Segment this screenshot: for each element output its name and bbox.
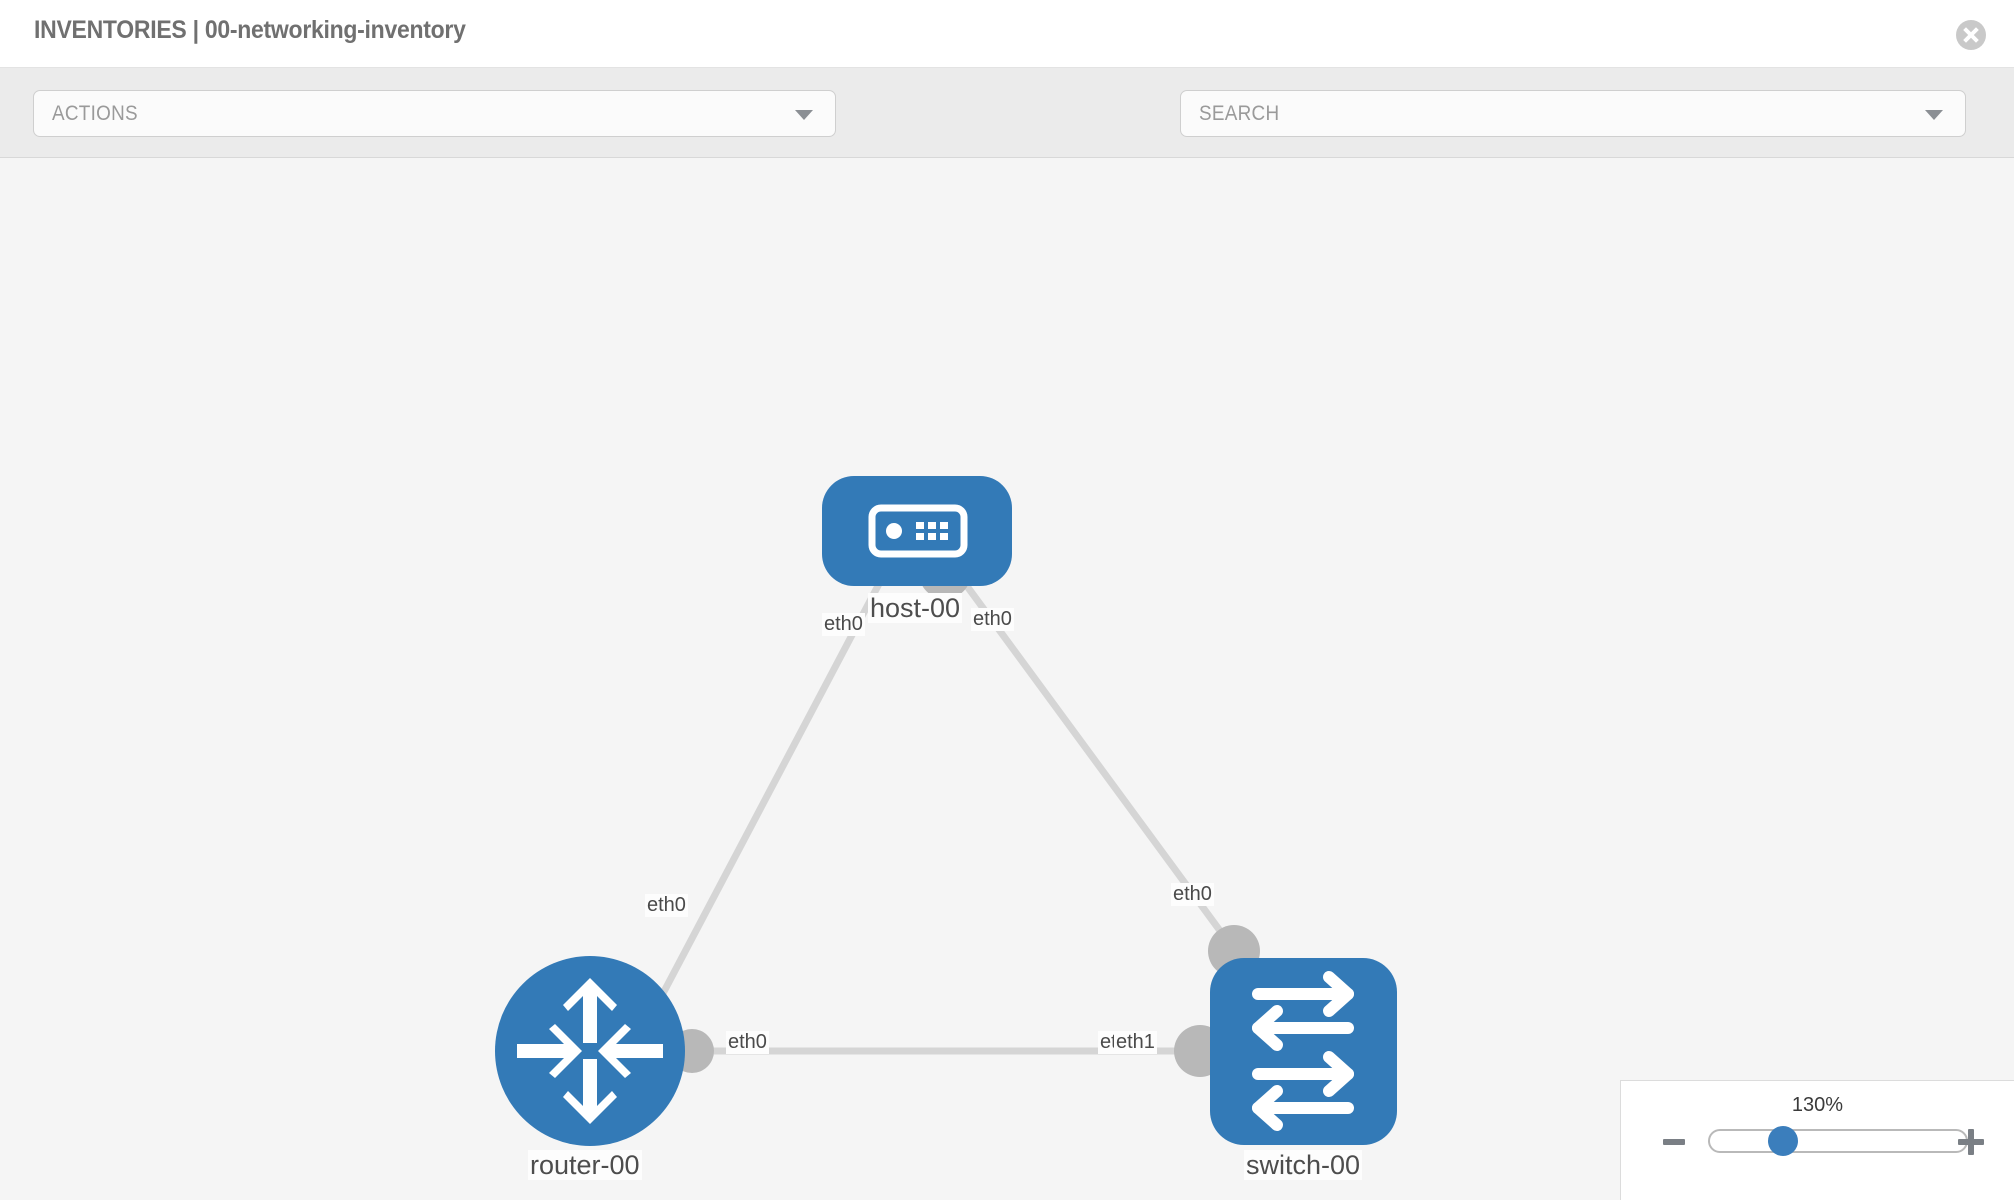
page-header: INVENTORIES | 00-networking-inventory <box>0 0 2014 68</box>
interface-label: eth0 <box>822 613 865 636</box>
actions-dropdown-label: ACTIONS <box>52 102 138 125</box>
toolbar: ACTIONS SEARCH <box>0 68 2014 192</box>
interface-label: eth0 <box>645 894 688 917</box>
zoom-control-panel: 130% <box>1620 1080 2014 1200</box>
node-label-router-00: router-00 <box>528 1150 642 1181</box>
topology-canvas[interactable]: eth0 eth0 eth0 eth0 eth0 eth eth1 host-0… <box>0 158 2014 1200</box>
router-icon <box>517 978 663 1124</box>
plus-icon[interactable] <box>1958 1129 1984 1155</box>
interface-label: eth0 <box>1171 883 1214 906</box>
zoom-level-label: 130% <box>1791 1094 1844 1116</box>
interface-label: eth0 <box>971 608 1014 631</box>
chevron-down-icon <box>1925 110 1943 120</box>
zoom-slider-thumb[interactable] <box>1768 1126 1798 1156</box>
search-placeholder: SEARCH <box>1199 102 1280 125</box>
chevron-down-icon <box>795 110 813 120</box>
topology-graph <box>495 476 1397 1146</box>
node-host-00 <box>822 476 1012 586</box>
actions-dropdown[interactable]: ACTIONS <box>33 90 836 137</box>
node-label-host-00: host-00 <box>868 593 963 624</box>
zoom-slider[interactable] <box>1708 1129 1968 1153</box>
page-title: INVENTORIES | 00-networking-inventory <box>34 16 466 44</box>
link-host00-router00 <box>646 561 894 1020</box>
server-icon <box>868 504 968 558</box>
node-label-switch-00: switch-00 <box>1244 1150 1363 1181</box>
search-input[interactable]: SEARCH <box>1180 90 1966 137</box>
switch-icon <box>1252 971 1354 1131</box>
node-switch-00 <box>1210 958 1397 1145</box>
interface-label: eth1 <box>1114 1031 1157 1054</box>
minus-icon[interactable] <box>1663 1139 1685 1145</box>
topology-links <box>640 560 1250 1055</box>
interface-label: eth0 <box>726 1031 769 1054</box>
node-router-00 <box>495 956 685 1146</box>
close-icon[interactable] <box>1956 20 1986 50</box>
